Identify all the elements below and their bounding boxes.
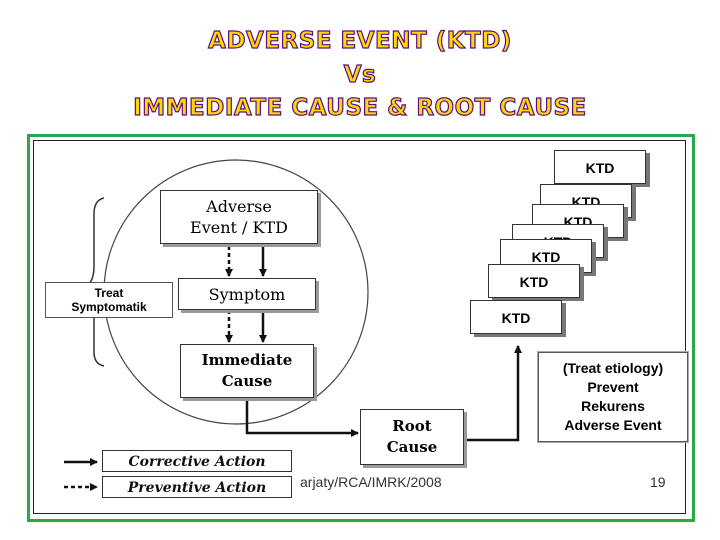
title-line-3: IMMEDIATE CAUSE & ROOT CAUSE — [133, 94, 587, 121]
title-line-2: Vs — [343, 61, 377, 88]
arrow-immediate-to-root — [245, 400, 359, 437]
immediate-cause-box: Immediate Cause — [180, 344, 314, 398]
ktd-card-7: KTD — [470, 300, 562, 334]
treat-etiology-box: (Treat etiology) Prevent Rekurens Advers… — [538, 352, 688, 442]
ktd-card-6: KTD — [488, 264, 580, 298]
legend-corrective-label: Corrective Action — [102, 450, 292, 472]
adverse-event-box: Adverse Event / KTD — [160, 190, 318, 244]
legend-preventive-label: Preventive Action — [102, 476, 292, 498]
diagram-panel — [33, 140, 686, 514]
footer-credit: arjaty/RCA/IMRK/2008 — [300, 474, 442, 490]
slide-frame — [27, 134, 695, 522]
symptom-box: Symptom — [178, 278, 316, 310]
page-number: 19 — [650, 474, 666, 490]
arrow-root-to-ktd — [466, 345, 522, 442]
ktd-card-1: KTD — [554, 150, 646, 184]
treat-symptomatik-box: Treat Symptomatik — [45, 282, 173, 318]
root-cause-box: Root Cause — [360, 409, 464, 465]
title-line-1: ADVERSE EVENT (KTD) — [208, 27, 512, 54]
